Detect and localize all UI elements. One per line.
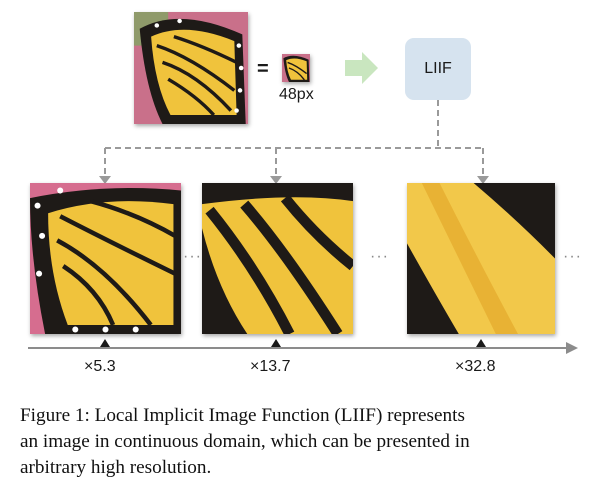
liif-model-box: LIIF: [405, 38, 471, 100]
caption-line-3: arbitrary high resolution.: [20, 457, 212, 478]
ellipsis-1: ···: [183, 248, 202, 265]
arrowhead-mid: [270, 176, 282, 184]
scale-marker-icon: [476, 339, 486, 347]
equals-sign: =: [257, 58, 269, 80]
input-butterfly-image: [134, 12, 248, 124]
input-size-label: 48px: [279, 86, 314, 103]
caption-line-2: an image in continuous domain, which can…: [20, 431, 470, 452]
small-thumbnail-image: [282, 54, 310, 82]
liif-model-label: LIIF: [424, 60, 452, 77]
scale-label-1: ×5.3: [84, 358, 116, 375]
ellipsis-2: ···: [370, 248, 389, 265]
liif-figure: = 48px LIIF ···: [28, 12, 582, 375]
caption-line-1: Figure 1: Local Implicit Image Function …: [20, 405, 465, 426]
scale-label-3: ×32.8: [455, 358, 496, 375]
arrowhead-right: [477, 176, 489, 184]
output-patch-small-scale: [30, 183, 181, 334]
right-arrow-icon: [345, 52, 378, 84]
output-patch-large-scale: [407, 183, 555, 334]
output-patch-medium-scale: [202, 183, 353, 334]
scale-marker-icon: [100, 339, 110, 347]
scale-marker-icon: [271, 339, 281, 347]
ellipsis-3: ···: [563, 248, 582, 265]
figure-caption: Figure 1: Local Implicit Image Function …: [20, 403, 585, 481]
axis-arrowhead: [566, 342, 578, 354]
figure-connectors: [28, 52, 578, 354]
arrowhead-left: [99, 176, 111, 184]
scale-label-2: ×13.7: [250, 358, 291, 375]
